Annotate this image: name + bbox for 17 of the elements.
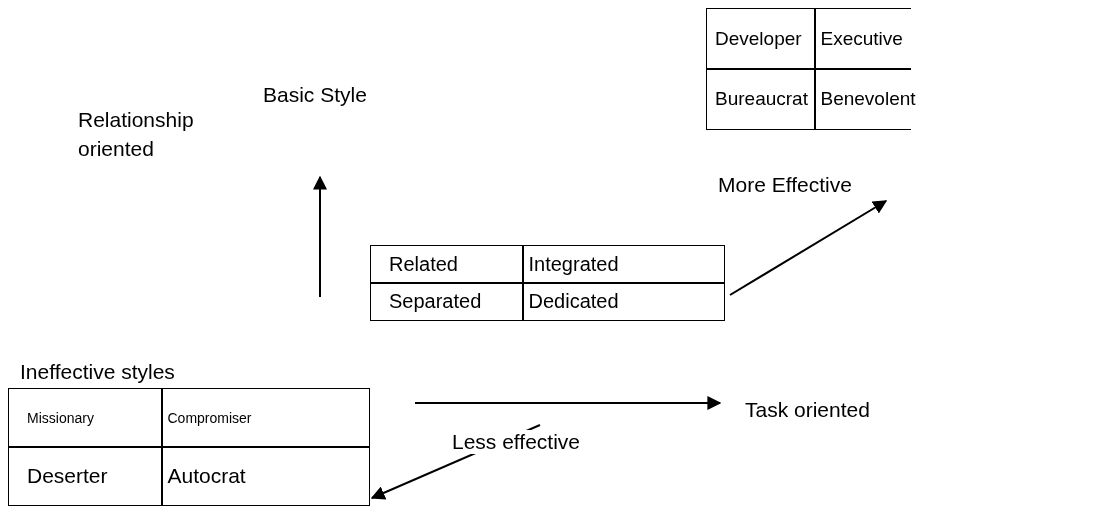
style-name: Bureaucrat: [707, 69, 814, 129]
outcome-label: More Effective: [718, 170, 852, 200]
style-name: Dedicated: [523, 283, 724, 320]
style-name: Integrated: [523, 246, 724, 283]
axis-label: Basic Style: [263, 82, 367, 108]
style-name: Separated: [371, 283, 522, 320]
style-name: Developer: [707, 9, 814, 69]
arrow: [729, 200, 888, 296]
style-name: Autocrat: [162, 447, 369, 505]
style-name: Missionary: [9, 389, 161, 447]
table-heading: Ineffective styles: [20, 360, 176, 384]
axis-label: Task oriented: [745, 397, 870, 423]
style-name: Benevolent: [815, 69, 916, 129]
axis-label: Relationship oriented: [78, 107, 195, 163]
style-name: Deserter: [9, 447, 161, 505]
style-name: Compromiser: [162, 389, 369, 447]
style-name: Related: [371, 246, 522, 283]
